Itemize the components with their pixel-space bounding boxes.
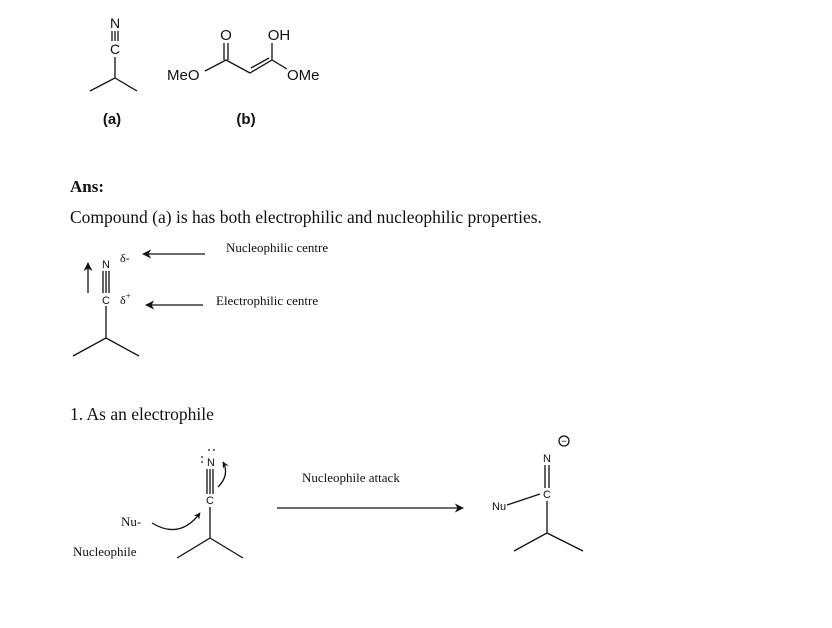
triple-bond [206, 469, 214, 494]
reactant: N C Nu- Nucleophile [73, 449, 244, 559]
isopropyl-bonds [176, 507, 244, 559]
plus-sup: + [126, 291, 131, 301]
atom-c: C [543, 489, 551, 501]
nucleophilic-label: Nucleophilic centre [226, 240, 328, 255]
isopropyl-bonds [72, 306, 140, 357]
product: N − C Nu [492, 435, 584, 552]
hydroxyl-group: OH [268, 27, 291, 44]
isopropyl-bonds [89, 57, 138, 92]
nucleophile-label: Nucleophile [73, 544, 137, 559]
atom-n: N [207, 457, 215, 469]
triple-bond [111, 31, 119, 41]
nu-label: Nu- [121, 514, 141, 529]
atom-n: N [110, 15, 120, 31]
answer-statement: Compound (a) is has both electrophilic a… [70, 207, 542, 227]
charge-sign: − [561, 437, 567, 448]
reaction-arrow-label: Nucleophile attack [302, 470, 400, 485]
negative-charge-icon [558, 435, 570, 447]
structure-a: N C (a) [89, 15, 138, 128]
label-b: (b) [236, 111, 255, 128]
answer-heading: Ans: [70, 177, 104, 196]
label-a: (a) [103, 111, 121, 128]
atom-c: C [102, 295, 110, 307]
polarity-diagram: N C δ- δ+ Nucleophilic centre Electrophi… [72, 240, 328, 357]
carbonyl-oxygen: O [220, 27, 232, 44]
meo-group: MeO [167, 67, 200, 84]
delta-plus: δ+ [120, 291, 131, 307]
backbone-bonds [204, 43, 288, 74]
nucleophile-attack-arrow-icon [151, 512, 201, 531]
electrophilic-label: Electrophilic centre [216, 293, 318, 308]
nu-group: Nu [492, 501, 506, 513]
ome-group: OMe [287, 67, 320, 84]
triple-bond [102, 271, 110, 293]
atom-n: N [543, 453, 551, 465]
double-bond [544, 465, 550, 488]
delta-minus: δ- [120, 251, 130, 265]
atom-c: C [206, 495, 214, 507]
product-bonds [506, 493, 584, 552]
section-title: 1. As an electrophile [70, 404, 214, 424]
delta-symbol: δ [120, 293, 126, 307]
structure-b: MeO O OH OMe (b) [167, 27, 320, 128]
atom-n: N [102, 259, 110, 271]
electron-push-arrow-icon [217, 461, 229, 488]
atom-c: C [110, 41, 120, 57]
